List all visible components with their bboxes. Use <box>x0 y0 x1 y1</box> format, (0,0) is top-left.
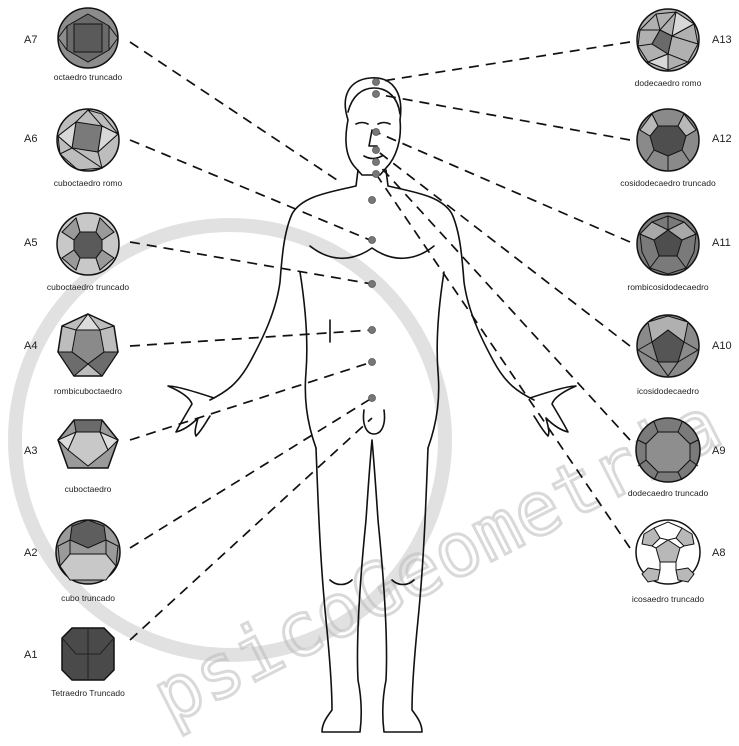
body-point <box>373 147 380 154</box>
connector-line <box>376 42 630 82</box>
polyhedron-code: A12 <box>712 133 732 145</box>
rhombicosidodecahedron-icon <box>637 213 699 275</box>
truncated-icosahedron-icon <box>636 520 700 584</box>
body-point <box>369 359 376 366</box>
body-point <box>373 91 380 98</box>
polyhedron-name: rombicosidodecaedro <box>627 282 709 292</box>
polyhedron-code: A13 <box>712 34 732 46</box>
body-point <box>373 159 380 166</box>
polyhedron-code: A9 <box>712 445 725 457</box>
body-point <box>369 395 376 402</box>
polyhedron-name: cuboctaedro <box>65 484 112 494</box>
left-hand <box>168 386 214 436</box>
polyhedron-name: cubo truncado <box>61 593 115 603</box>
polyhedron-name: dodecaedro romo <box>635 78 702 88</box>
connector-line <box>130 362 372 440</box>
cuboctahedron-item: A3 cuboctaedro <box>24 420 118 494</box>
connector-line <box>130 330 372 346</box>
truncated-icosidodecahedron-item: A12 cosidodecaedro truncado <box>620 109 731 188</box>
polyhedron-code: A1 <box>24 649 37 661</box>
rhombicuboctahedron-icon <box>58 314 118 376</box>
body-point <box>373 79 380 86</box>
polyhedron-name: icosaedro truncado <box>632 594 705 604</box>
connector-line <box>130 398 372 548</box>
polyhedron-code: A3 <box>24 445 37 457</box>
polyhedron-name: Tetraedro Truncado <box>51 688 125 698</box>
polyhedron-name: cuboctaedro romo <box>54 178 123 188</box>
body-point <box>369 281 376 288</box>
connector-line <box>376 162 630 440</box>
truncated-tetrahedron-item: A1 Tetraedro Truncado <box>24 628 125 698</box>
body-point <box>369 237 376 244</box>
body-point <box>369 327 376 334</box>
connector-line <box>376 132 630 242</box>
snub-dodecahedron-icon <box>637 9 699 71</box>
polyhedron-code: A2 <box>24 547 37 559</box>
polyhedron-name: icosidodecaedro <box>637 386 699 396</box>
polyhedron-code: A8 <box>712 547 725 559</box>
snub-dodecahedron-item: A13 dodecaedro romo <box>635 9 732 88</box>
body-point <box>373 171 380 178</box>
connector-line <box>376 94 630 140</box>
cuboctahedron-icon <box>58 420 118 468</box>
polyhedron-code: A5 <box>24 237 37 249</box>
truncated-octahedron-item: A7 octaedro truncado <box>24 8 123 82</box>
snub-cube-icon <box>57 109 119 171</box>
body-point <box>373 129 380 136</box>
icosidodecahedron-item: A10 icosidodecaedro <box>637 315 732 396</box>
polyhedron-name: cosidodecaedro truncado <box>620 178 716 188</box>
truncated-tetrahedron-icon <box>62 628 114 680</box>
groin-outline <box>363 410 384 434</box>
body-point <box>369 197 376 204</box>
polyhedron-code: A10 <box>712 340 732 352</box>
polyhedron-code: A7 <box>24 34 37 46</box>
right-hand <box>530 386 576 436</box>
truncated-cuboctahedron-icon <box>57 213 119 275</box>
truncated-icosahedron-item: A8 icosaedro truncado <box>632 520 726 604</box>
eyes <box>356 123 390 125</box>
rhombicosidodecahedron-item: A11 rombicosidodecaedro <box>627 213 730 292</box>
polyhedron-code: A6 <box>24 133 37 145</box>
truncated-dodecahedron-icon <box>636 418 700 482</box>
icosidodecahedron-icon <box>637 315 699 377</box>
polyhedron-code: A4 <box>24 340 37 352</box>
polyhedron-name: cuboctaedro truncado <box>47 282 129 292</box>
polyhedron-code: A11 <box>712 237 731 249</box>
snub-cube-item: A6 cuboctaedro romo <box>24 109 123 188</box>
truncated-octahedron-icon <box>58 8 118 68</box>
polyhedron-name: rombicuboctaedro <box>54 386 122 396</box>
truncated-icosidodecahedron-icon <box>637 109 699 171</box>
polyhedron-name: dodecaedro truncado <box>628 488 709 498</box>
connector-line <box>130 42 340 182</box>
polyhedron-name: octaedro truncado <box>54 72 123 82</box>
body-points <box>369 79 380 402</box>
truncated-cube-icon <box>56 520 120 584</box>
